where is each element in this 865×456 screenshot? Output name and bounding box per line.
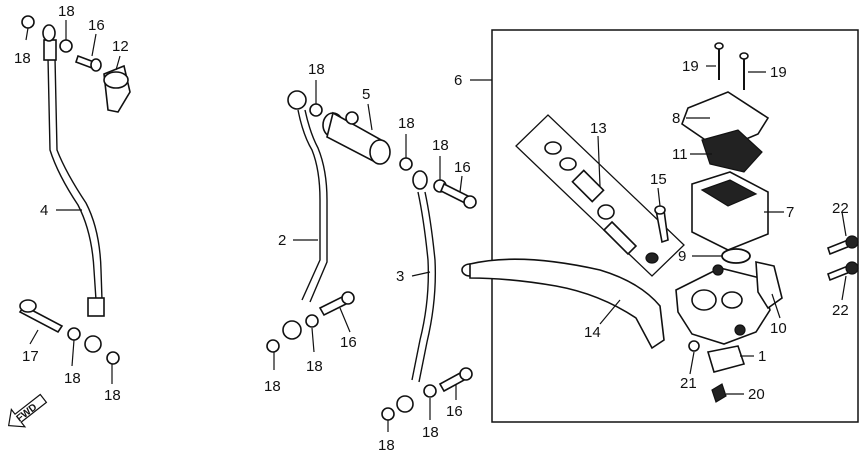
washer-18-c: [67, 327, 81, 341]
piston-kit-13: [515, 114, 685, 277]
fwd-label: FWD: [15, 402, 40, 425]
banjo-bolt-16-mid: [318, 291, 355, 317]
label-18a: 18: [14, 50, 31, 67]
label-16d: 16: [446, 403, 463, 420]
label-18c: 18: [64, 370, 81, 387]
label-18e: 18: [308, 61, 325, 78]
washer-18-e: [309, 103, 323, 117]
washer-18-g: [305, 314, 319, 328]
label-2: 2: [278, 232, 286, 249]
label-17: 17: [22, 348, 39, 365]
label-14: 14: [584, 324, 601, 341]
label-16b: 16: [340, 334, 357, 351]
reservoir-cap-8: [681, 91, 770, 151]
label-22a: 22: [832, 200, 849, 217]
label-12: 12: [112, 38, 129, 55]
label-13: 13: [590, 120, 607, 137]
label-4: 4: [40, 202, 48, 219]
label-18f: 18: [264, 378, 281, 395]
label-1: 1: [758, 348, 766, 365]
label-21: 21: [680, 375, 697, 392]
brake-hose-4: [42, 24, 105, 353]
label-19a: 19: [682, 58, 699, 75]
reservoir-7: [691, 171, 769, 251]
label-9: 9: [678, 248, 686, 265]
washer-18-h: [399, 157, 413, 171]
label-18g: 18: [306, 358, 323, 375]
label-20: 20: [748, 386, 765, 403]
screw-19-b: [739, 52, 749, 90]
label-3: 3: [396, 268, 404, 285]
washer-18-f: [266, 339, 280, 353]
master-cylinder-body: [675, 264, 771, 345]
banjo-bolt-16-top: [74, 54, 102, 72]
label-22b: 22: [832, 302, 849, 319]
label-8: 8: [672, 110, 680, 127]
bolt-22-b: [827, 261, 859, 282]
label-19b: 19: [770, 64, 787, 81]
banjo-bolt-16-right: [439, 182, 477, 209]
leader-lines: [25, 20, 847, 432]
label-16a: 16: [88, 17, 105, 34]
fitting-12: [103, 64, 131, 113]
diaphragm-11: [701, 129, 763, 173]
master-cylinder-group-box: [491, 29, 859, 423]
label-10: 10: [770, 320, 787, 337]
washer-18-j: [381, 407, 395, 421]
washer-18-b: [59, 39, 73, 53]
forward-direction-arrow: FWD: [7, 393, 48, 428]
screw-15: [654, 205, 669, 244]
part-labels: 1 2 3 4 5 6 7 8 9 10 11 12 13 14 15 16 1…: [14, 3, 849, 454]
banjo-bolt-16-bottom: [438, 367, 473, 393]
label-11: 11: [672, 146, 688, 163]
label-18d: 18: [104, 387, 121, 404]
washer-18-a: [21, 15, 35, 29]
label-7: 7: [786, 204, 794, 221]
label-18k: 18: [422, 424, 439, 441]
brake-hose-3: [396, 170, 437, 413]
label-6: 6: [454, 72, 462, 89]
label-18b: 18: [58, 3, 75, 20]
washer-18-k: [423, 384, 437, 398]
hose-joint-5: [322, 111, 391, 165]
washer-18-d: [106, 351, 120, 365]
switch-1: [706, 345, 746, 373]
label-5: 5: [362, 86, 370, 103]
label-18h: 18: [398, 115, 415, 132]
label-16c: 16: [454, 159, 471, 176]
screw-20: [711, 383, 727, 403]
brake-lever-14: [461, 258, 665, 350]
brake-hose-2: [282, 90, 328, 340]
label-18j: 18: [378, 437, 395, 454]
o-ring-9: [721, 248, 751, 264]
screw-19-a: [714, 42, 724, 80]
label-18i: 18: [432, 137, 449, 154]
bolt-17: [18, 299, 64, 334]
bolt-22-a: [827, 235, 859, 256]
label-15: 15: [650, 171, 667, 188]
washer-21: [688, 340, 700, 352]
